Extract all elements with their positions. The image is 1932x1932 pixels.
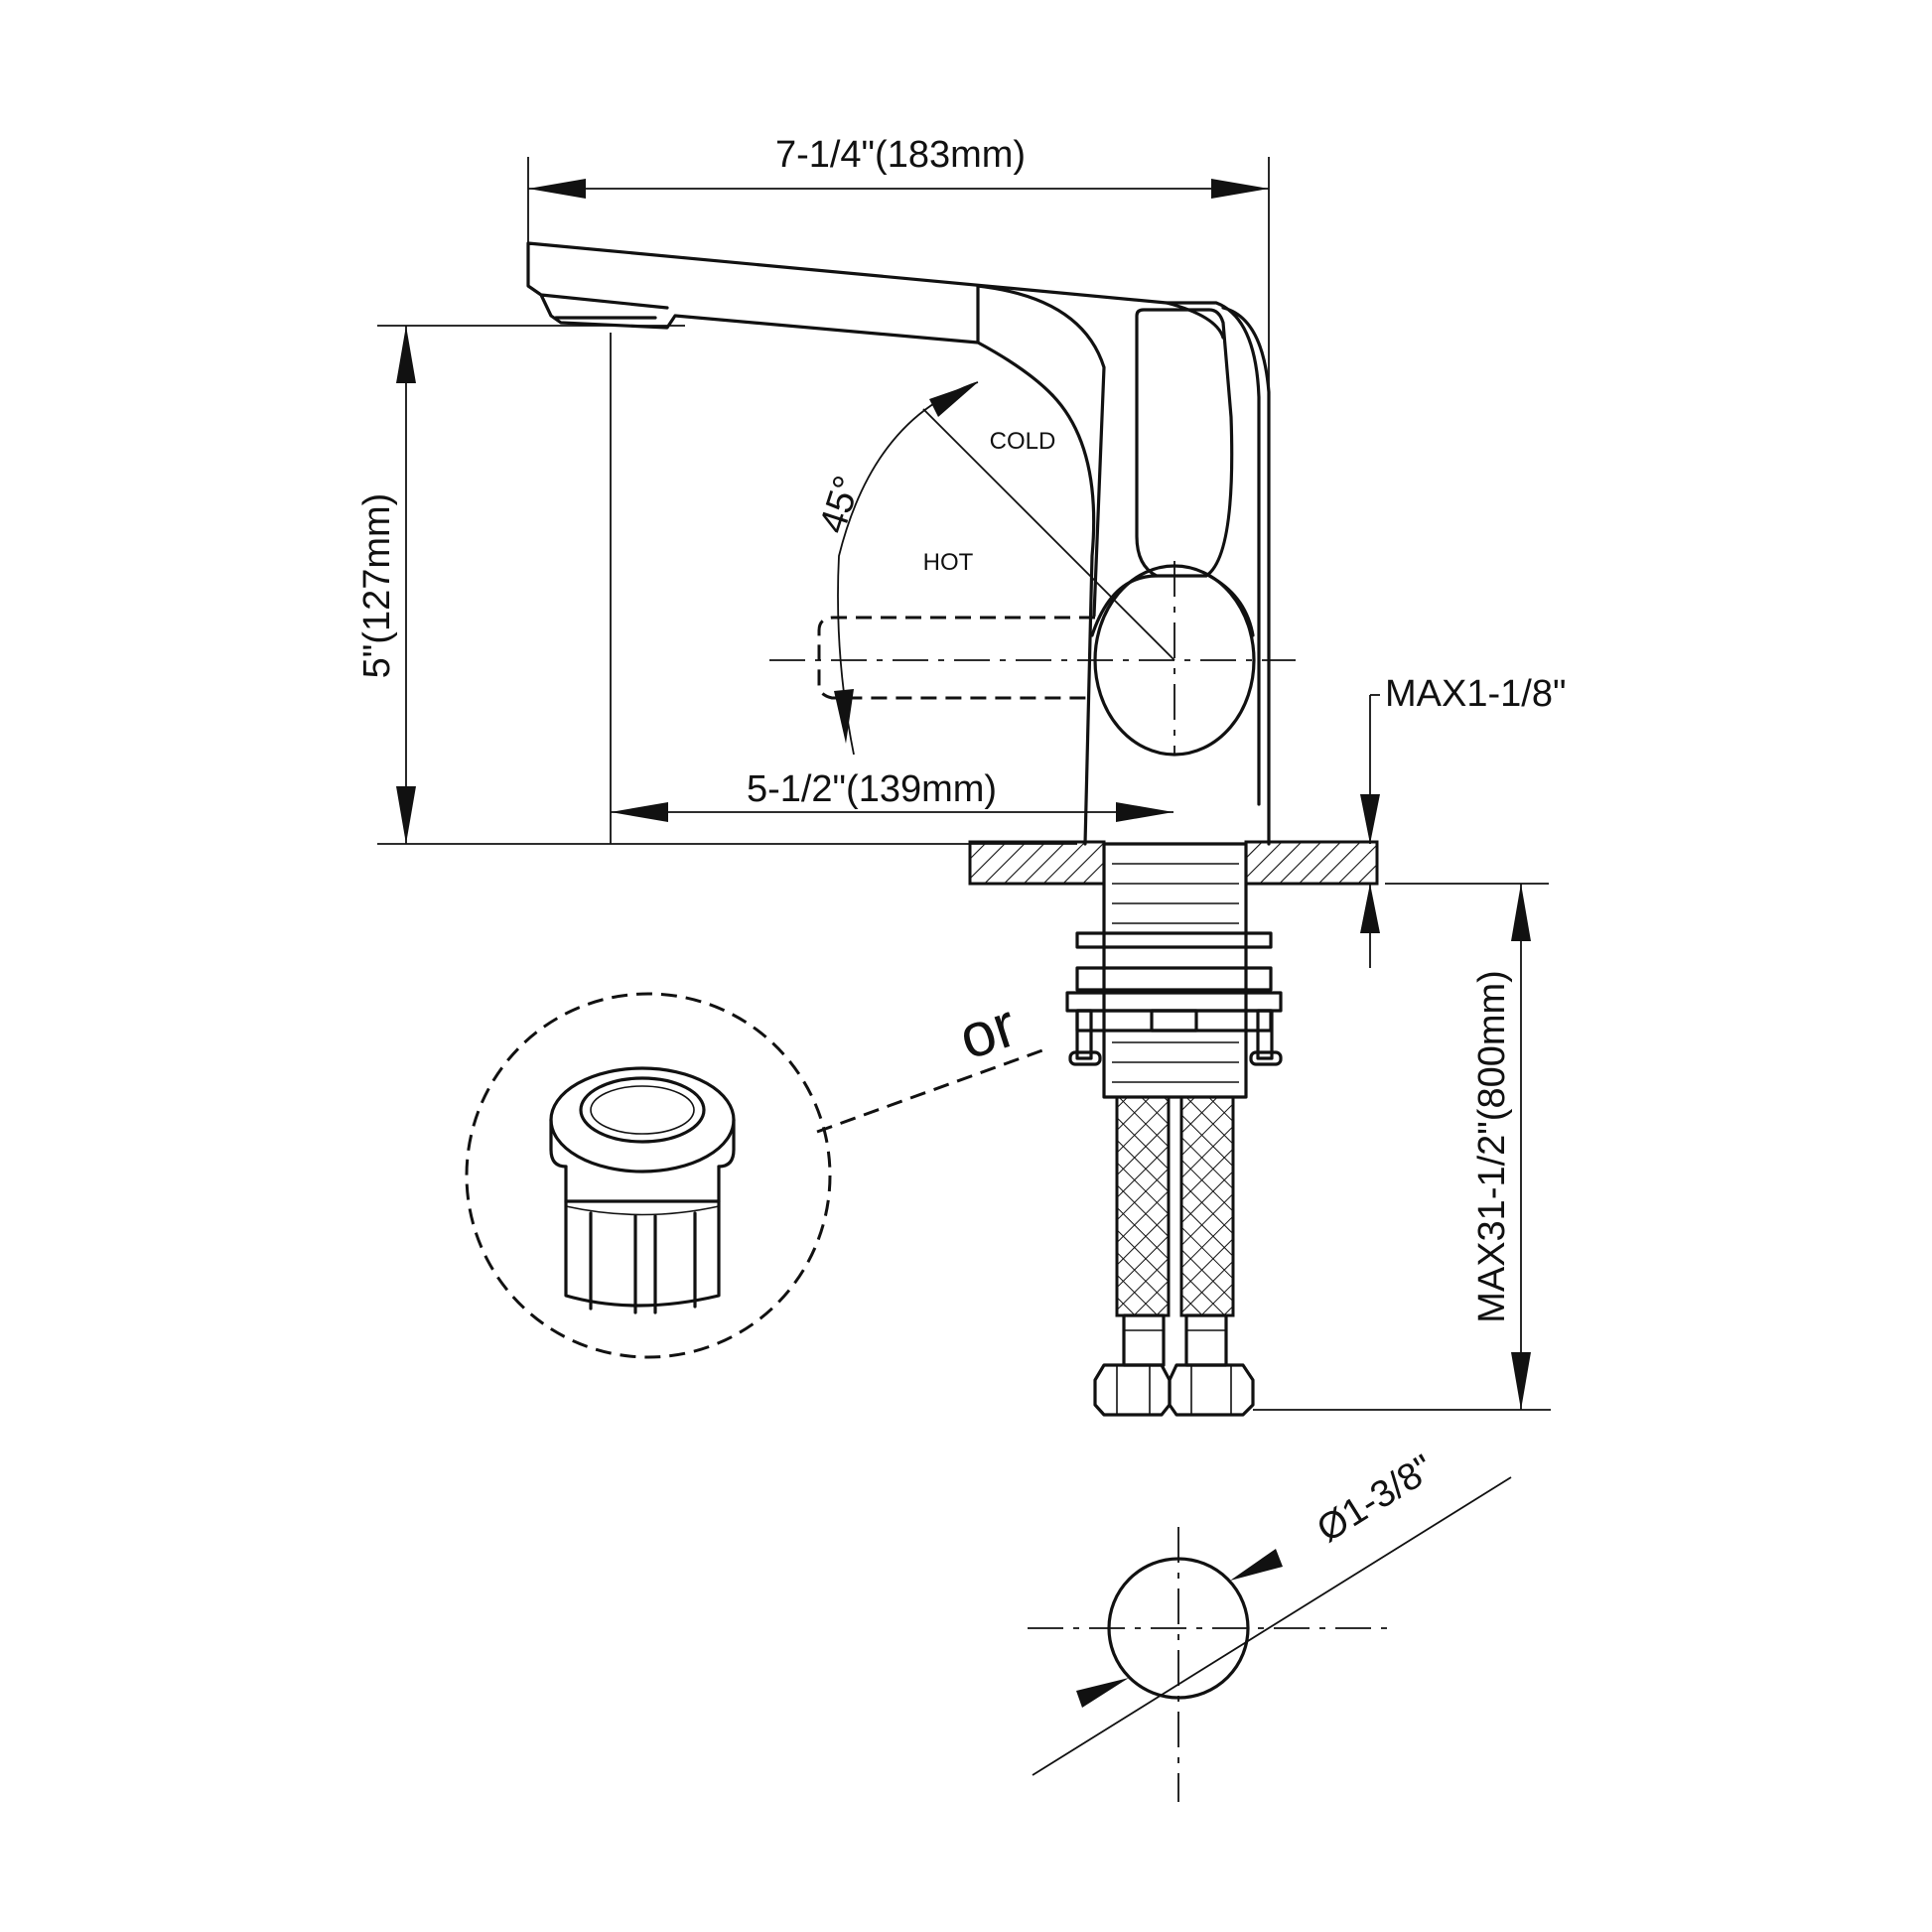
rotation-arc: 45° COLD HOT: [812, 381, 1175, 756]
deck-thickness-label: MAX1-1/8": [1385, 673, 1566, 715]
spout-reach-label: 5-1/2"(139mm): [747, 768, 997, 810]
hex-nut-left: [1093, 1363, 1172, 1417]
height-dimension: 5"(127mm): [356, 325, 1077, 845]
handle-lever: [1135, 308, 1234, 578]
faucet-shell: [976, 284, 1271, 846]
overall-width-label: 7-1/4"(183mm): [775, 134, 1026, 176]
hose-length-label: MAX31-1/2"(800mm): [1471, 970, 1513, 1323]
deck-thickness-dimension: MAX1-1/8": [1360, 673, 1566, 968]
cold-label: COLD: [990, 428, 1056, 455]
mounting-deck: [968, 840, 1379, 886]
spout-reach-dimension: 5-1/2"(139mm): [610, 333, 1173, 844]
angle-label: 45°: [812, 471, 870, 538]
hot-label: HOT: [923, 549, 974, 576]
faucet-body: [526, 241, 1271, 846]
supply-hoses: [1093, 1095, 1255, 1417]
mounting-shank: [1065, 842, 1283, 1099]
hole-diameter-label: Ø1-3/8": [1311, 1448, 1442, 1551]
hose-length-dimension: MAX31-1/2"(800mm): [1253, 884, 1551, 1411]
alternative-fitting-detail: or: [465, 991, 1043, 1359]
height-label: 5"(127mm): [356, 493, 398, 679]
hot-lever-position: [769, 561, 1296, 755]
hole-diameter-detail: Ø1-3/8": [1028, 1448, 1512, 1802]
spout: [526, 241, 1225, 397]
hex-nut-right: [1168, 1363, 1255, 1417]
overall-width-dimension: 7-1/4"(183mm): [527, 134, 1270, 606]
